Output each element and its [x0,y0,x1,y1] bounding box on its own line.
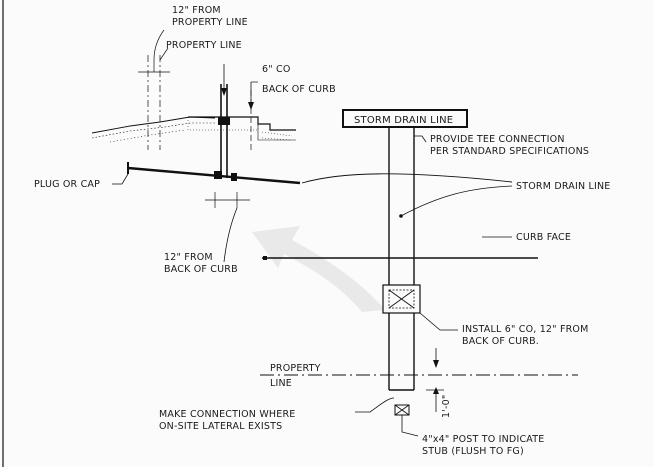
dim-arrow-bottom [433,387,439,394]
label-12-from-back-of-curb-2: BACK OF CURB [164,264,238,275]
leader-connection [355,397,395,413]
label-post-1: 4"x4" POST TO INDICATE [422,434,544,445]
label-tee-2: PER STANDARD SPECIFICATIONS [430,146,589,157]
cleanout-inner [388,289,415,309]
label-back-of-curb: BACK OF CURB [262,84,336,95]
label-connection-1: MAKE CONNECTION WHERE [159,409,295,420]
curb-face-end [263,256,267,260]
label-property: PROPERTY [270,363,321,374]
leader-post [401,415,419,437]
label-6-co: 6" CO [262,64,291,75]
curb-base [257,124,296,141]
label-dim-1ft: 1'-0" [441,395,452,419]
leader-12-curb [223,207,238,263]
arrow-back-of-curb [248,102,254,110]
tee-fitting-1 [214,171,222,179]
label-line: LINE [270,378,292,389]
leader-property-line [159,47,169,61]
leader-tee [414,135,427,143]
leader-storm-drain-to-detail [301,173,513,184]
reference-arrow [252,226,385,312]
storm-drain-box-label: STORM DRAIN LINE [354,115,453,126]
label-post-2: STUB (FLUSH TO FG) [422,446,524,457]
cleanout-cap [218,117,230,125]
dim-arrow-top [433,360,439,368]
leader-12-property [153,29,165,72]
post-x-2 [394,404,410,416]
leader-install-co [419,312,458,331]
storm-drain-box [342,109,468,128]
tee-fitting-2 [231,173,237,181]
label-12-from-back-of-curb-1: 12" FROM [164,252,213,263]
ground-line [91,116,216,134]
soil-hatch [91,122,215,139]
sidewalk-slab [187,116,259,131]
label-12-from-property-1: 12" FROM [172,5,221,16]
label-tee-1: PROVIDE TEE CONNECTION [430,134,565,145]
arrow-6co [221,88,227,96]
soil-hatch-2 [109,129,186,143]
section-detail [91,29,301,263]
curb-hatch [261,131,293,141]
label-install-co-2: BACK OF CURB. [462,336,539,347]
cleanout-x-2 [388,289,415,309]
label-property-line: PROPERTY LINE [166,40,242,51]
curb-section [188,116,296,131]
label-curb-face: CURB FACE [516,232,571,243]
label-12-from-property-2: PROPERTY LINE [172,17,248,28]
leader-plug [112,173,129,185]
label-plug-or-cap: PLUG OR CAP [34,179,100,190]
label-connection-2: ON-SITE LATERAL EXISTS [159,421,282,432]
label-install-co-1: INSTALL 6" CO, 12" FROM [462,324,589,335]
labels: 12" FROM PROPERTY LINE PROPERTY LINE 6" … [34,5,611,457]
leader-storm-drain-plan [400,185,513,217]
plan-view [260,109,578,437]
label-storm-drain-line: STORM DRAIN LINE [516,181,611,192]
